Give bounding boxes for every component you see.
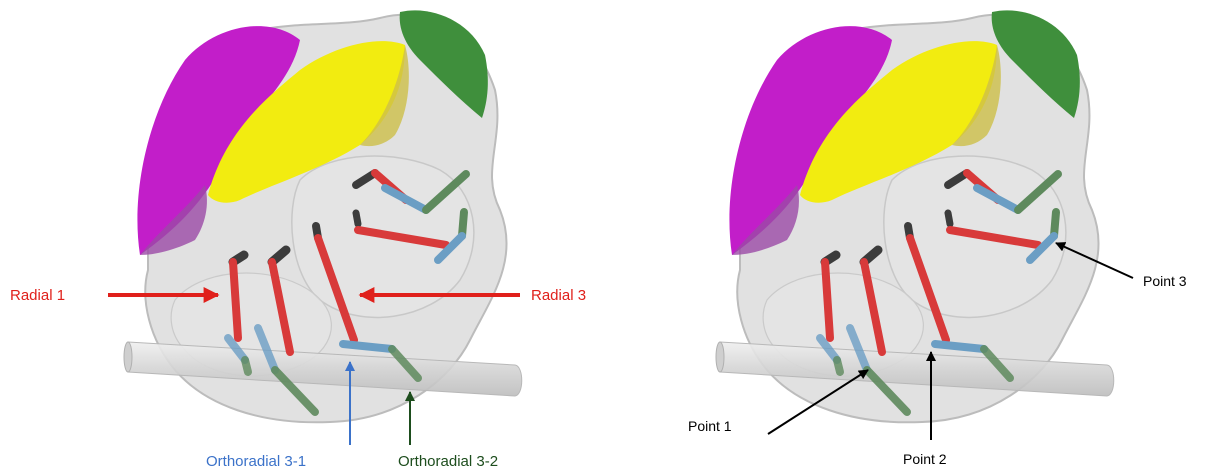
- right-panel: Point 1 Point 2 Point 3: [688, 10, 1187, 467]
- point-1-label: Point 1: [688, 418, 732, 434]
- point-2-label: Point 2: [903, 451, 947, 467]
- femur-model-left: [124, 10, 522, 422]
- point-3-label: Point 3: [1143, 273, 1187, 289]
- radial-1-label: Radial 1: [10, 287, 65, 304]
- left-panel: Radial 1 Radial 3 Orthoradial 3-1 Orthor…: [10, 10, 586, 470]
- orthoradial-3-2-label: Orthoradial 3-2: [398, 453, 498, 470]
- femur-model-right: [716, 10, 1114, 422]
- radial-3-label: Radial 3: [531, 287, 586, 304]
- orthoradial-3-1-label: Orthoradial 3-1: [206, 453, 306, 470]
